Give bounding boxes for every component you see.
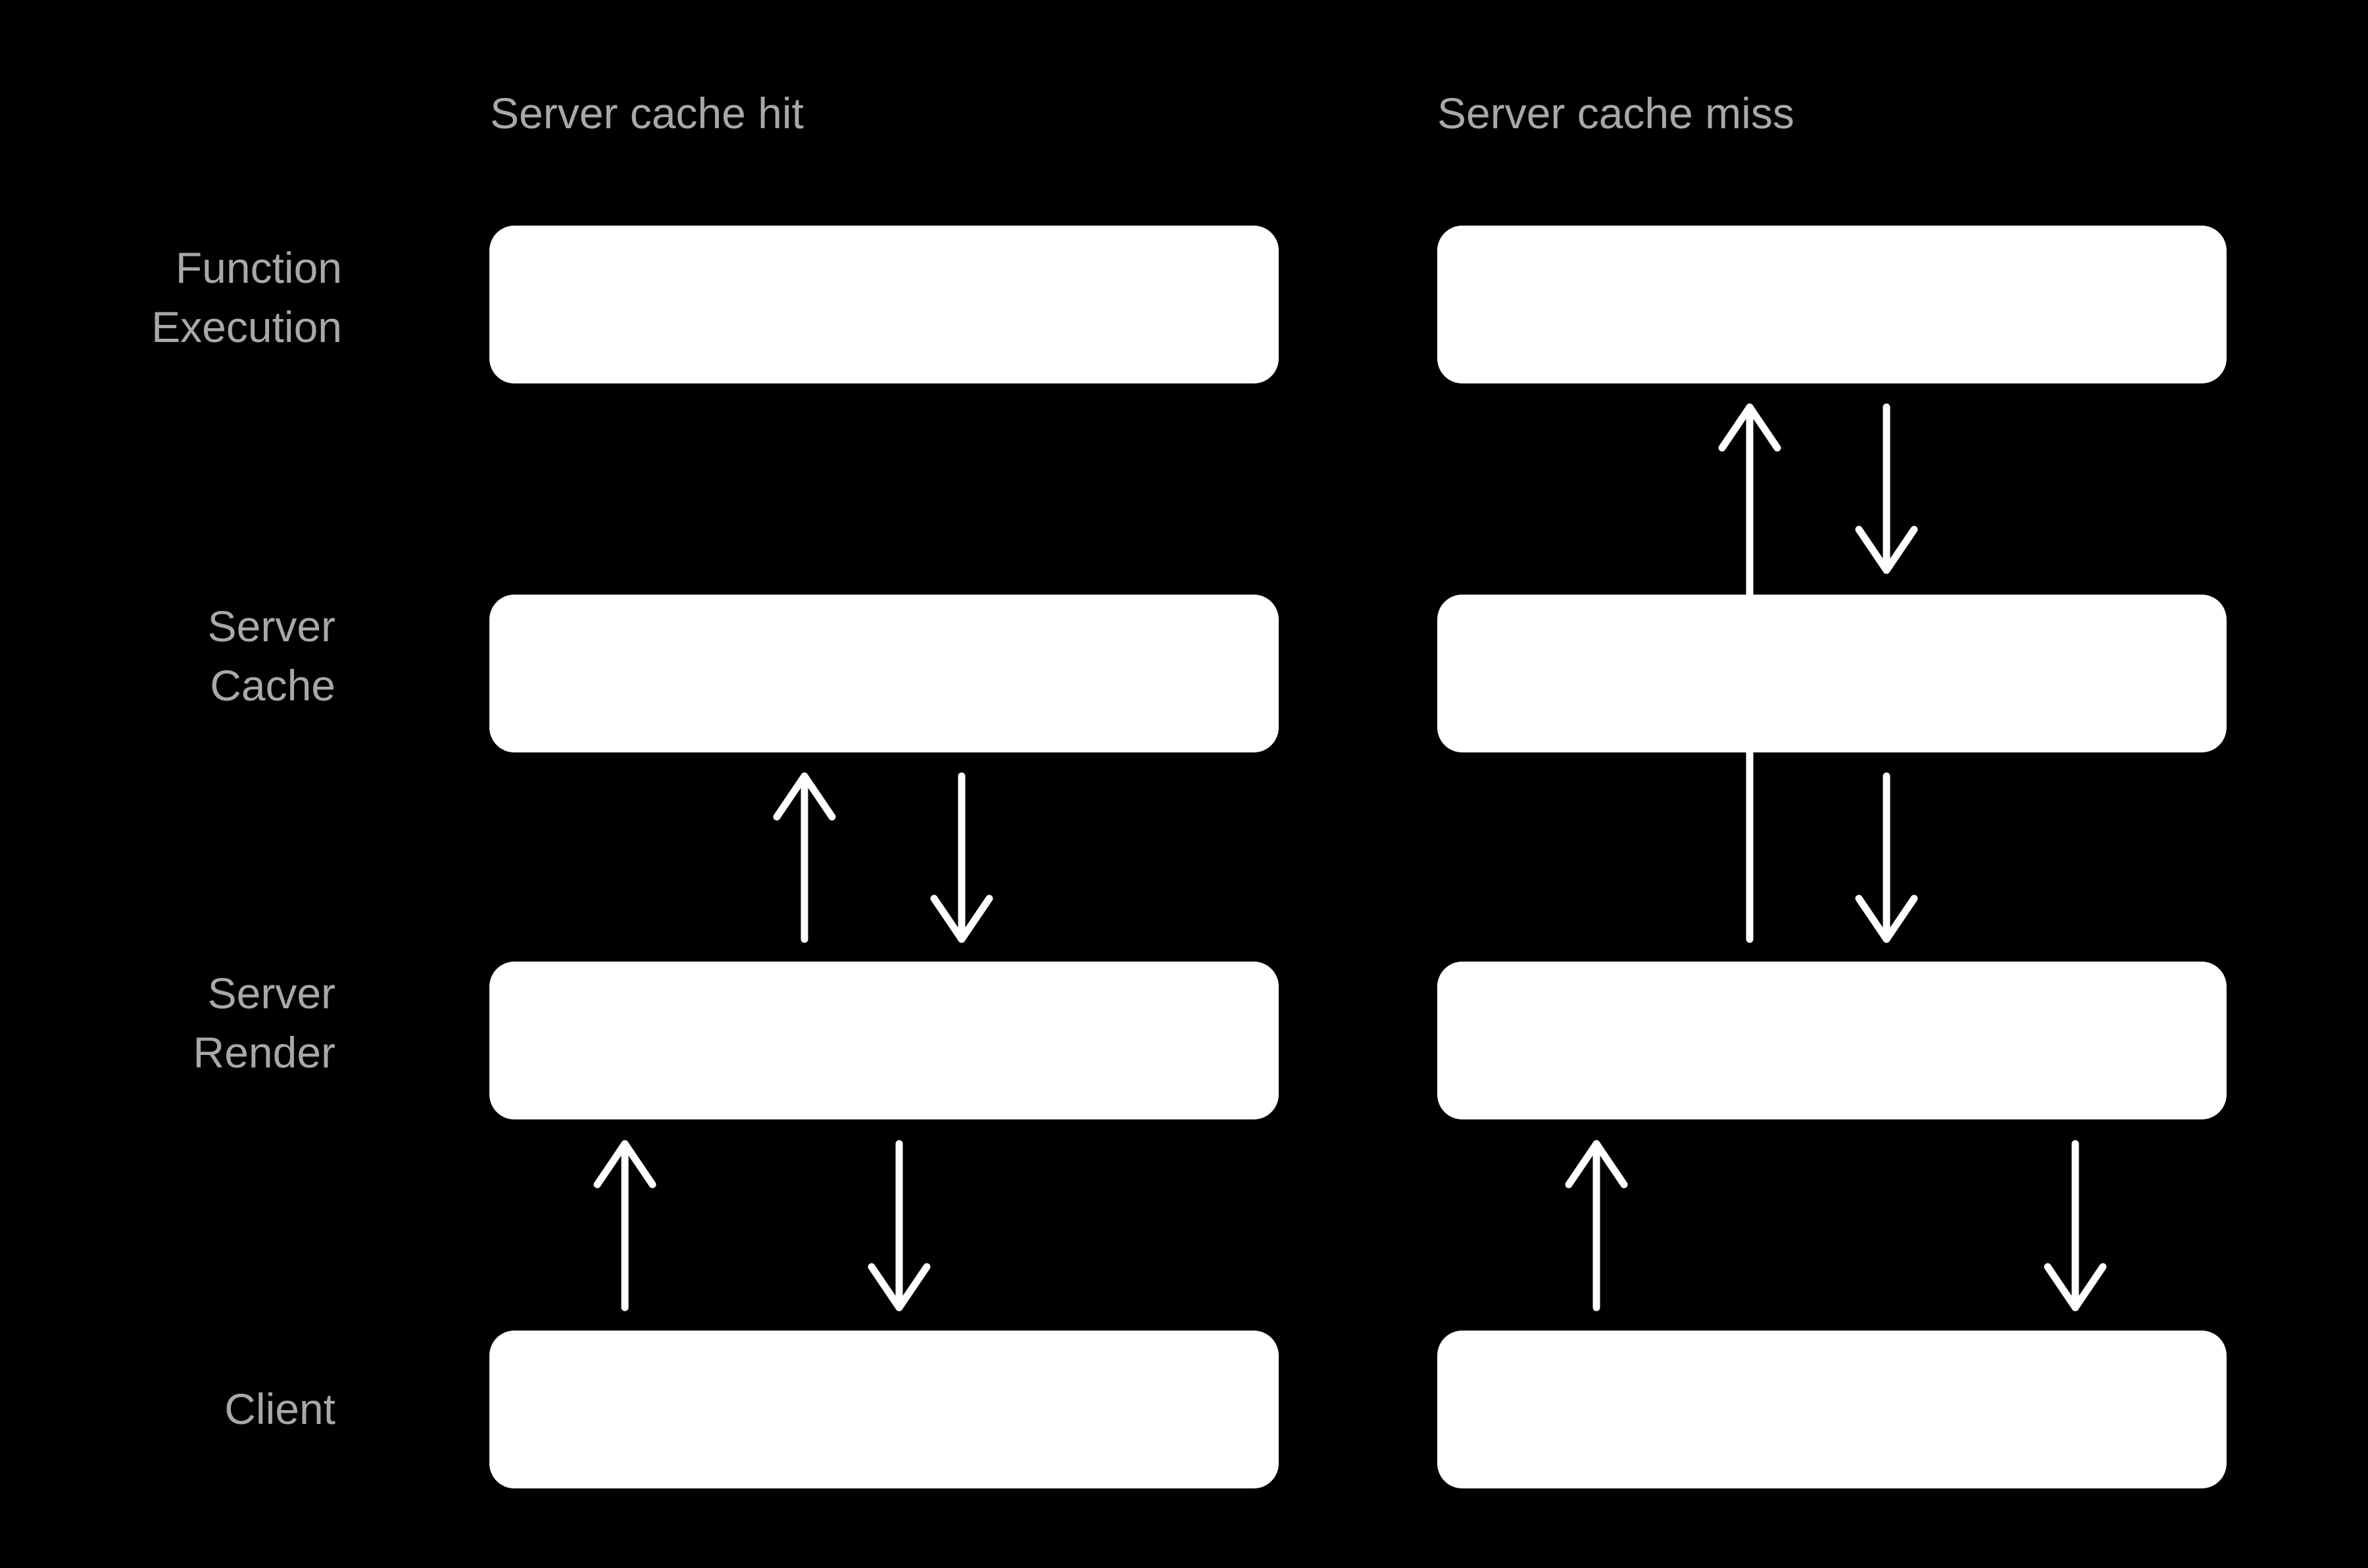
arrow-hit-client-to-render — [593, 1140, 656, 1311]
arrow-head-down — [2044, 1263, 2107, 1311]
arrows-front-layer — [593, 403, 2107, 1311]
row-label-client: Client — [224, 1384, 335, 1433]
row-label-line: Server — [208, 969, 335, 1017]
node-box-hit-client[interactable] — [489, 1331, 1279, 1488]
node-box-hit-function-execution[interactable] — [489, 226, 1279, 383]
arrow-head-down — [1855, 894, 1918, 943]
node-boxes-layer — [489, 226, 2227, 1488]
node-box-hit-server-render[interactable] — [489, 962, 1279, 1119]
arrow-miss-client-to-render — [1565, 1140, 1628, 1311]
node-box-miss-server-render[interactable] — [1437, 962, 2227, 1119]
row-label-line: Server — [208, 602, 335, 650]
arrow-head-up — [1718, 403, 1781, 452]
row-label-line: Render — [193, 1028, 335, 1077]
arrow-miss-function-to-cache — [1855, 403, 1918, 574]
arrow-hit-render-to-cache — [773, 772, 836, 943]
row-label-line: Client — [224, 1384, 335, 1433]
arrow-head-up — [593, 1140, 656, 1188]
row-label-line: Cache — [210, 661, 335, 710]
arrow-hit-render-to-client — [868, 1140, 931, 1311]
node-box-miss-server-cache[interactable] — [1437, 595, 2227, 752]
column-header-server-cache-miss: Server cache miss — [1437, 89, 1794, 137]
column-header-server-cache-hit: Server cache hit — [490, 89, 804, 137]
row-label-line: Function — [176, 243, 342, 292]
labels-layer: Server cache hit Server cache missFunctio… — [151, 89, 1794, 1433]
node-box-miss-function-execution[interactable] — [1437, 226, 2227, 383]
arrow-head-up — [1565, 1140, 1628, 1188]
arrow-head-down — [930, 894, 993, 943]
arrow-miss-cache-to-render — [1855, 772, 1918, 943]
arrow-hit-cache-to-render — [930, 772, 993, 943]
arrow-head-down — [868, 1263, 931, 1311]
arrow-head-up — [773, 772, 836, 821]
arrow-head-down — [1855, 526, 1918, 574]
row-label-line: Execution — [151, 303, 342, 351]
arrow-miss-render-to-client — [2044, 1140, 2107, 1311]
node-box-hit-server-cache[interactable] — [489, 595, 1279, 752]
node-box-miss-client[interactable] — [1437, 1331, 2227, 1488]
